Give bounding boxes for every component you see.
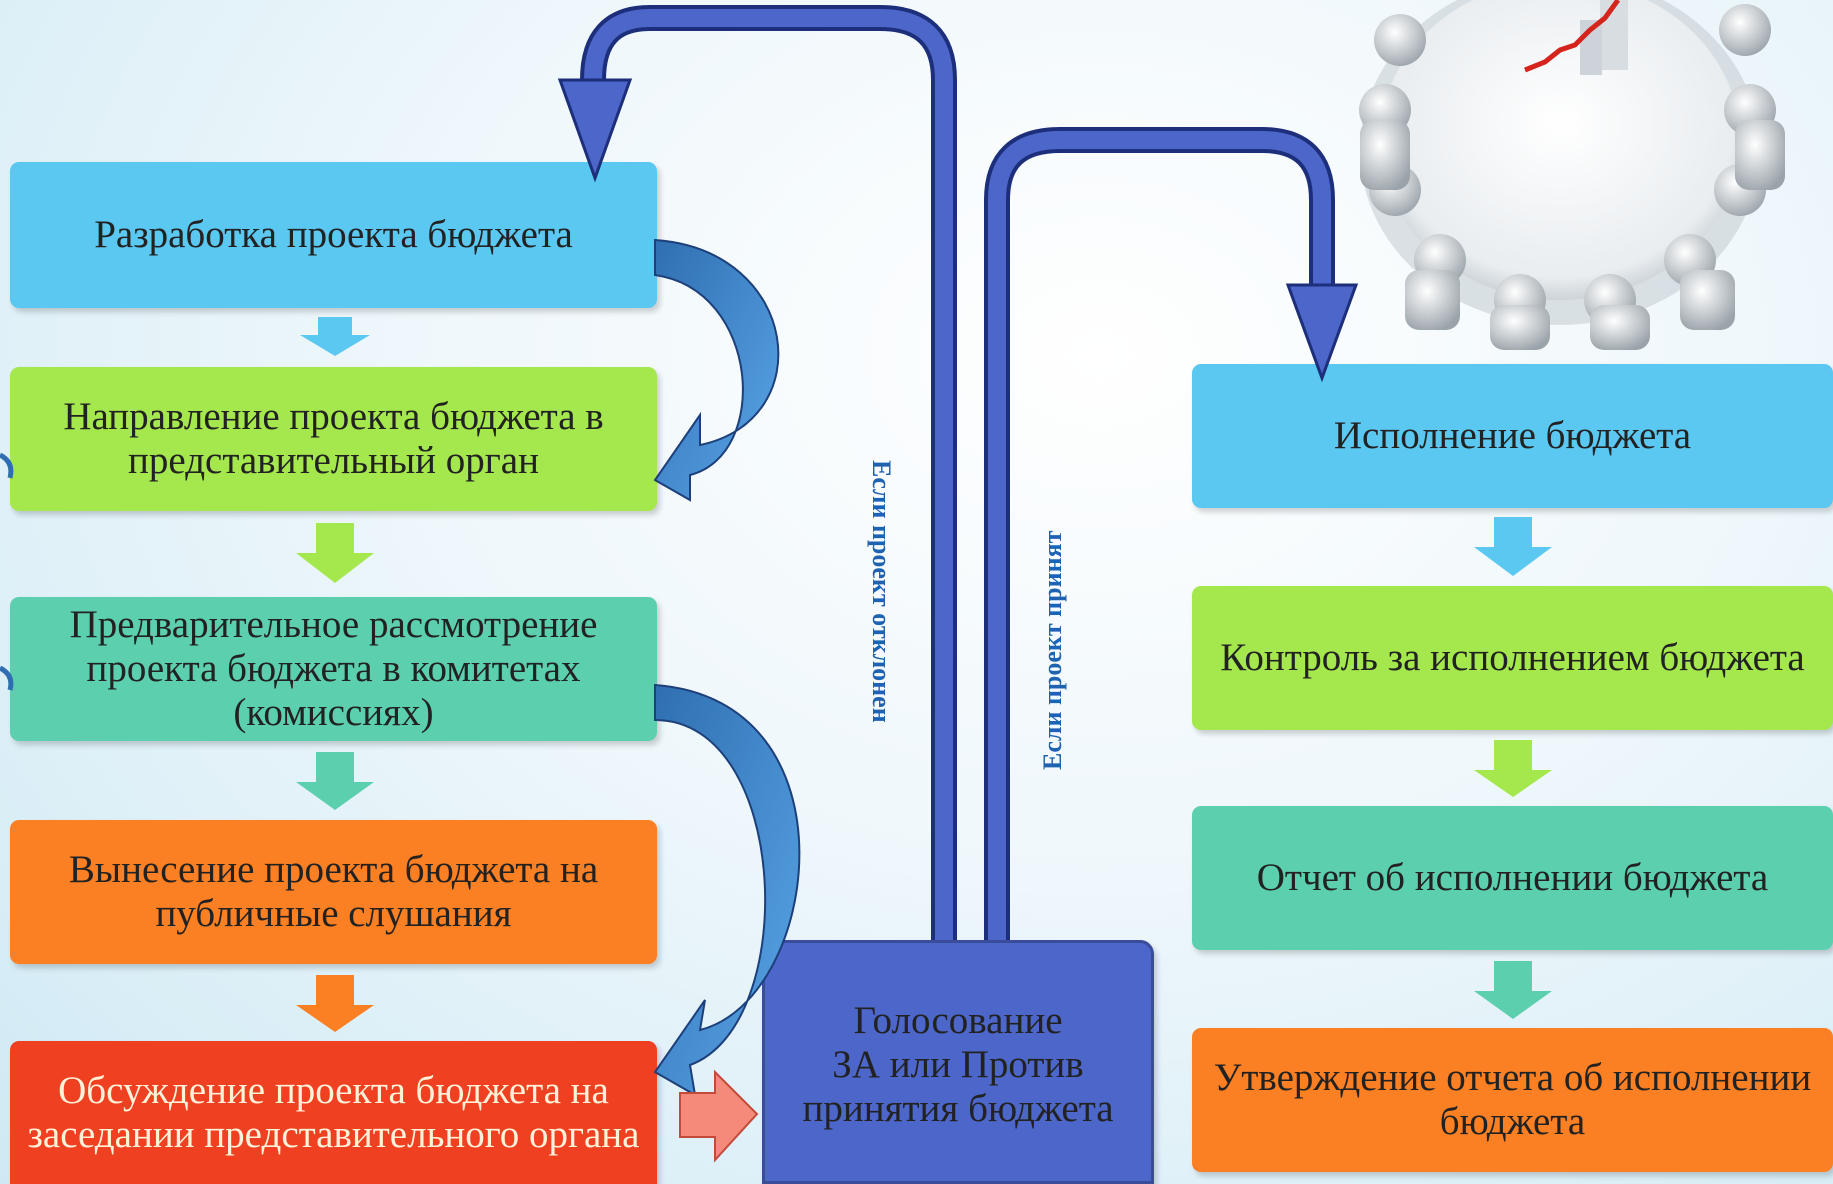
down-arrow-icon bbox=[1474, 517, 1552, 576]
step-label: Разработка проекта бюджета bbox=[94, 213, 573, 257]
down-arrow-icon bbox=[1474, 740, 1552, 797]
down-arrow-icon bbox=[300, 317, 370, 356]
vote-line-1: Голосование bbox=[853, 999, 1063, 1043]
curved-arrow-icon bbox=[653, 238, 780, 502]
branch-label-rejected: Если проект отклонен bbox=[867, 460, 896, 723]
down-arrow-icon bbox=[296, 523, 374, 583]
step-label: Вынесение проекта бюджета на публичные с… bbox=[68, 848, 599, 935]
step-label: Отчет об исполнении бюджета bbox=[1256, 856, 1769, 900]
step-execution-report: Отчет об исполнении бюджета bbox=[1192, 806, 1833, 950]
vote-line-2: ЗА или Против bbox=[832, 1043, 1084, 1087]
round-table-meeting-illustration bbox=[1359, 0, 1785, 350]
step-execution-control: Контроль за исполнением бюджета bbox=[1192, 586, 1833, 730]
step-report-approval: Утверждение отчета об исполнении бюджета bbox=[1192, 1028, 1833, 1172]
down-arrow-icon bbox=[1474, 961, 1552, 1019]
step-committee-review: Предварительное рассмотрение проекта бюд… bbox=[10, 597, 657, 741]
accepted-arrow-icon bbox=[984, 127, 1359, 940]
step-budget-execution: Исполнение бюджета bbox=[1192, 364, 1833, 508]
rejected-loop-arrow-icon bbox=[557, 5, 957, 940]
step-send-to-representative-body: Направление проекта бюджета в представит… bbox=[10, 367, 657, 511]
step-discussion-at-session: Обсуждение проекта бюджета на заседании … bbox=[10, 1041, 657, 1184]
step-label: Контроль за исполнением бюджета bbox=[1220, 636, 1805, 680]
step-label: Предварительное рассмотрение проекта бюд… bbox=[69, 603, 598, 734]
branch-label-accepted: Если проект принят bbox=[1038, 530, 1067, 770]
vote-line-3: принятия бюджета bbox=[802, 1086, 1114, 1130]
down-arrow-icon bbox=[296, 975, 374, 1032]
step-label: Обсуждение проекта бюджета на заседании … bbox=[27, 1068, 640, 1156]
step-public-hearings: Вынесение проекта бюджета на публичные с… bbox=[10, 820, 657, 964]
step-label: Утверждение отчета об исполнении бюджета bbox=[1213, 1056, 1812, 1143]
vote-box: Голосование ЗА или Против принятия бюдже… bbox=[762, 940, 1154, 1184]
down-arrow-icon bbox=[296, 752, 374, 810]
step-budget-development: Разработка проекта бюджета bbox=[10, 162, 657, 308]
step-label: Направление проекта бюджета в представит… bbox=[63, 395, 604, 482]
right-arrow-icon bbox=[679, 1069, 759, 1163]
curved-arrow-icon bbox=[653, 683, 801, 1097]
step-label: Исполнение бюджета bbox=[1333, 414, 1692, 458]
